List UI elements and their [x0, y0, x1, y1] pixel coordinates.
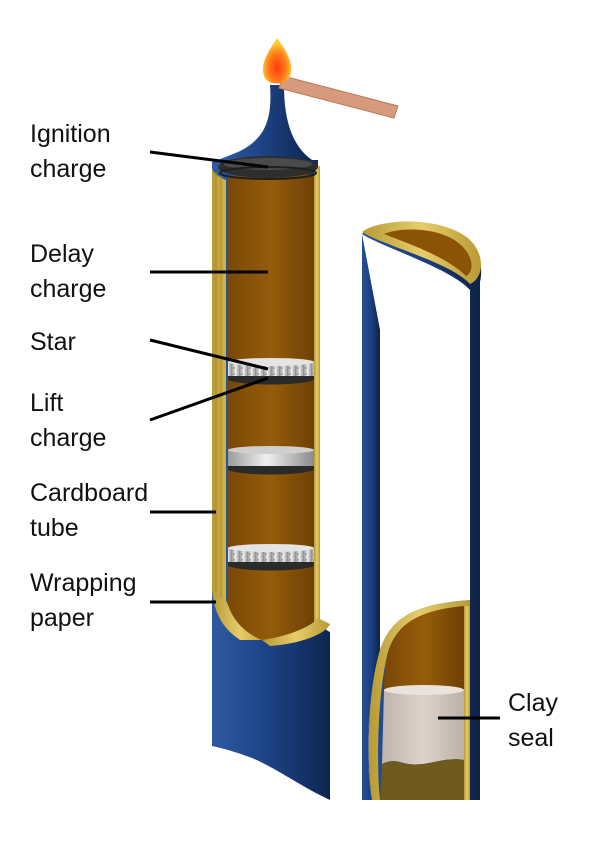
cardboard-rim-top [362, 221, 481, 284]
leader-ignition [149, 150, 269, 169]
label-lift-charge: Lift charge [30, 386, 106, 456]
label-lift-line1: Lift [30, 389, 64, 417]
cut-edge-left [262, 618, 330, 646]
label-cardboard-tube: Cardboard tube [30, 476, 148, 546]
label-ignition-line2: charge [30, 155, 107, 183]
label-ignition-line1: Ignition [30, 120, 111, 148]
label-wrapping-line2: paper [30, 604, 94, 632]
star-2 [228, 450, 314, 466]
lift-charge-disc-1 [228, 376, 314, 385]
cardboard-edge-right [314, 166, 320, 626]
leader-star [149, 338, 269, 371]
star-3 [228, 548, 314, 562]
tube-opening [384, 229, 472, 276]
label-wrapping-line1: Wrapping [30, 569, 137, 597]
label-ignition-charge: Ignition charge [30, 117, 111, 187]
left-tube [212, 85, 330, 800]
lift-charge-disc-2 [228, 466, 314, 475]
label-delay-line1: Delay [30, 240, 94, 268]
label-clay-line2: seal [508, 724, 554, 752]
label-cardboard-line2: tube [30, 514, 79, 542]
cardboard-edge-left [212, 168, 268, 640]
label-clay-seal: Clay seal [508, 686, 558, 756]
leader-lift [149, 376, 269, 422]
lift-charge-disc-3 [228, 562, 314, 571]
right-charge [384, 606, 464, 690]
fuse-neck [218, 85, 312, 160]
label-lift-line2: charge [30, 424, 107, 452]
label-delay-charge: Delay charge [30, 237, 106, 307]
delay-charge [228, 172, 314, 640]
clay-seal [382, 690, 464, 765]
right-tube [362, 221, 482, 801]
match [262, 38, 399, 119]
label-delay-line2: charge [30, 275, 107, 303]
flame-icon [262, 38, 292, 84]
leader-lines [149, 150, 500, 720]
label-star: Star [30, 328, 76, 356]
label-clay-line1: Clay [508, 689, 559, 717]
match-stick [278, 75, 399, 119]
label-wrapping-paper: Wrapping paper [30, 566, 137, 636]
label-cardboard-line1: Cardboard [30, 479, 149, 507]
